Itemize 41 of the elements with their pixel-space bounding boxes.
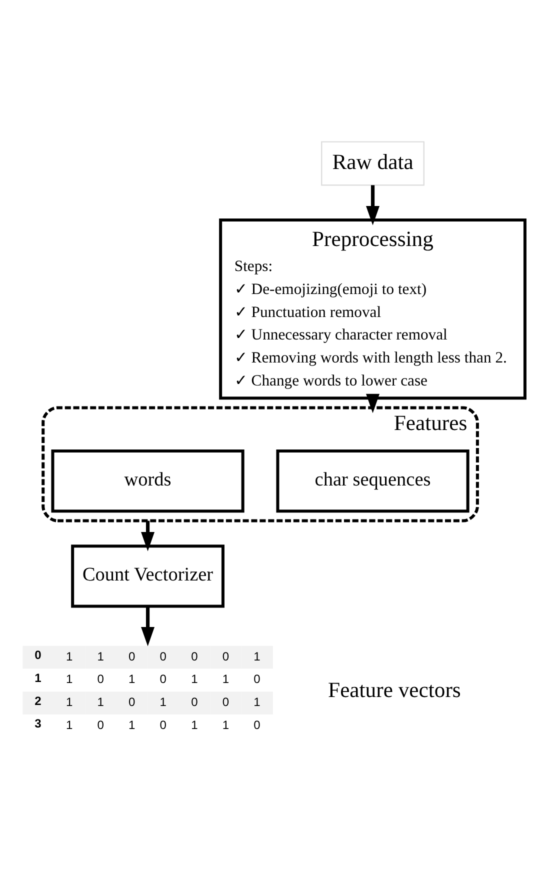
node-box: Raw data <box>321 141 424 186</box>
label: 1 <box>254 695 260 710</box>
node-box: Count Vectorizer <box>71 544 224 608</box>
node-label: Feature vectors <box>328 678 461 702</box>
label: 1 <box>66 718 73 732</box>
label: 1 <box>34 671 42 686</box>
label: 1 <box>222 718 230 732</box>
label: 0 <box>254 718 260 732</box>
arrow <box>141 606 155 646</box>
label: 2 <box>34 694 42 708</box>
label: 1 <box>128 718 136 732</box>
label: 0 <box>128 649 136 664</box>
label: 1 <box>222 672 230 686</box>
label: 1 <box>66 695 73 710</box>
label: 0 <box>222 695 230 710</box>
label: 0 <box>97 672 104 686</box>
label: 0 <box>97 718 104 732</box>
label: 0 <box>160 649 166 664</box>
label: 0 <box>160 672 166 686</box>
label: 1 <box>191 672 198 686</box>
arrow <box>366 394 380 414</box>
label: 3 <box>34 716 42 731</box>
label: 0 <box>191 695 198 710</box>
label: 0 <box>160 718 166 732</box>
label: 1 <box>66 649 73 664</box>
label: 0 <box>34 648 42 662</box>
node-box: words <box>51 450 244 513</box>
label: 1 <box>191 718 198 732</box>
label: 1 <box>128 672 136 686</box>
label: 0 <box>128 695 136 710</box>
label: 0 <box>191 649 198 664</box>
label: 0 <box>254 672 260 686</box>
label: 1 <box>254 649 260 664</box>
label: 1 <box>97 649 104 664</box>
label: 1 <box>97 695 104 710</box>
label: 1 <box>66 672 73 686</box>
label: 1 <box>160 695 166 710</box>
label: 0 <box>222 649 230 664</box>
arrow <box>366 185 380 226</box>
arrow <box>141 520 155 552</box>
node-box: char sequences <box>276 450 470 513</box>
